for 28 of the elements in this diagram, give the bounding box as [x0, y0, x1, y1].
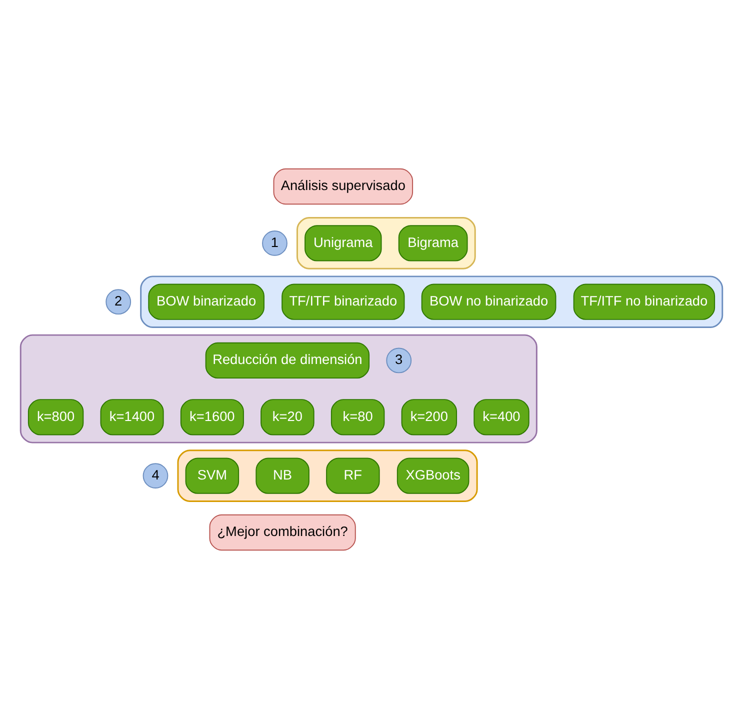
node-box: k=400 — [474, 399, 530, 436]
node-box: TF/ITF no binarizado — [573, 284, 716, 320]
node-circle: 3 — [386, 348, 412, 374]
node-box: Análisis supervisado — [273, 168, 414, 205]
node-box: SVM — [185, 458, 240, 494]
node-box: k=200 — [401, 399, 458, 436]
node-box: k=20 — [260, 399, 314, 436]
node-box: k=80 — [330, 399, 385, 436]
node-box: BOW no binarizado — [421, 284, 556, 320]
node-box: ¿Mejor combinación? — [209, 514, 356, 551]
cluster — [20, 334, 538, 444]
node-circle: 2 — [106, 289, 132, 315]
node-box: Unigrama — [304, 225, 382, 262]
cluster — [177, 450, 478, 502]
cluster — [296, 217, 476, 270]
node-box: XGBoots — [396, 458, 470, 494]
cluster — [140, 276, 724, 328]
node-box: RF — [326, 458, 380, 494]
node-circle: 1 — [262, 230, 288, 256]
node-box: k=1600 — [180, 399, 244, 436]
node-box: Reducción de dimensión — [205, 342, 370, 379]
node-box: k=1400 — [100, 399, 164, 436]
node-box: BOW binarizado — [148, 284, 264, 320]
node-box: Bigrama — [398, 225, 468, 262]
node-box: NB — [256, 458, 310, 494]
node-box: k=800 — [28, 399, 84, 436]
node-circle: 4 — [142, 463, 168, 489]
node-box: TF/ITF binarizado — [282, 284, 405, 320]
